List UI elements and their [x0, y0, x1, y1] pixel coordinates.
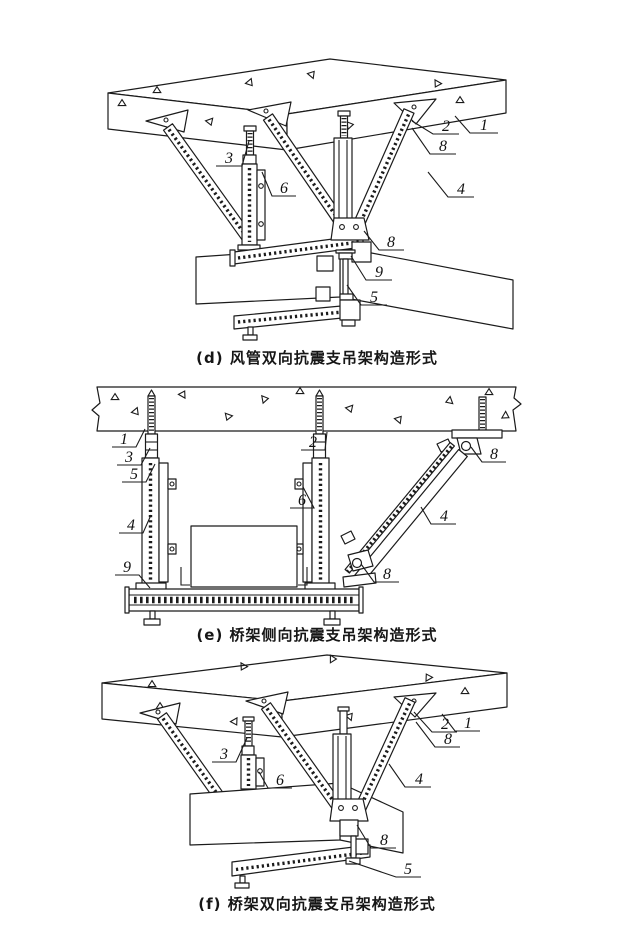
callout-number: 3 — [124, 449, 133, 466]
figure-f-caption: (f) 桥架双向抗震支吊架构造形式 — [198, 895, 436, 913]
hanger-assembly-center — [294, 389, 336, 591]
callout: 1 — [441, 713, 480, 732]
callout: 8 — [470, 446, 506, 463]
callout: 2 — [301, 431, 328, 451]
figure-e-drawing: 1 3 5 2 8 6 4 4 9 8 — [91, 386, 522, 626]
ceiling-slab — [101, 654, 508, 738]
hanger-rod-and-strut-left — [240, 716, 265, 790]
callout: 5 — [122, 463, 156, 483]
diagonal-brace-right — [340, 396, 503, 588]
callout: 4 — [420, 506, 456, 525]
figure-f-callouts: 2 1 8 3 6 4 8 5 — [212, 711, 480, 878]
callout-number: 4 — [415, 771, 423, 788]
callout-number: 5 — [404, 861, 412, 878]
hanger-rod-and-strut-center — [333, 110, 353, 223]
bottom-channel-rail — [124, 586, 364, 626]
callout: 4 — [119, 514, 152, 534]
callout-number: 8 — [444, 731, 452, 748]
hanger-rod-and-strut-left — [237, 125, 266, 251]
brace-apex-connection — [330, 217, 370, 241]
callout-number: 8 — [439, 138, 447, 155]
callout-number: 5 — [370, 289, 378, 306]
callout: 9 — [115, 559, 151, 589]
callout: 8 — [363, 230, 404, 251]
callout: 3 — [117, 447, 151, 466]
callout: 1 — [454, 115, 498, 134]
callout: 2 — [411, 118, 459, 135]
upper-channel-rail — [229, 234, 372, 267]
callout-number: 8 — [387, 234, 395, 251]
callout-number: 1 — [120, 431, 128, 448]
callout-number: 4 — [127, 517, 135, 534]
callout-number: 4 — [440, 508, 448, 525]
callout: 4 — [388, 763, 431, 788]
bottom-channel-rail — [231, 838, 371, 889]
figure-d-callouts: 1 2 8 3 6 4 8 9 5 — [216, 115, 498, 306]
hanger-rod-and-strut-center — [332, 706, 352, 811]
drop-rod-and-lower-rail — [233, 249, 361, 341]
callout-number: 2 — [442, 118, 450, 135]
callout-number: 3 — [224, 150, 233, 167]
callout: 8 — [360, 563, 399, 583]
ceiling-brackets — [145, 98, 437, 133]
callout: 1 — [112, 428, 146, 448]
callout-number: 8 — [380, 832, 388, 849]
callout: 8 — [411, 127, 456, 155]
figure-d-caption: (d) 风管双向抗震支吊架构造形式 — [196, 349, 438, 367]
brace-apex-connection — [329, 798, 369, 865]
callout-number: 1 — [480, 117, 488, 134]
callout: 6 — [290, 486, 315, 509]
callout-number: 9 — [375, 264, 383, 281]
callout: 5 — [346, 284, 387, 306]
callout: 8 — [356, 824, 396, 849]
callout: 9 — [350, 255, 392, 281]
callout: 6 — [261, 171, 296, 197]
callout-number: 2 — [309, 434, 317, 451]
callout-number: 4 — [457, 181, 465, 198]
figure-d-drawing: 1 2 8 3 6 4 8 9 5 — [107, 58, 514, 341]
callout: 4 — [427, 171, 474, 198]
callout-number: 8 — [383, 566, 391, 583]
callout: 6 — [258, 771, 292, 789]
callout-number: 6 — [280, 180, 288, 197]
figure-e-callouts: 1 3 5 2 8 6 4 4 9 8 — [112, 428, 506, 589]
callout-number: 1 — [464, 715, 472, 732]
callout: 8 — [415, 721, 460, 748]
ceiling-slab — [91, 386, 522, 432]
callout: 5 — [348, 860, 421, 878]
cable-tray-box — [180, 525, 308, 588]
hanger-assembly-left — [135, 389, 177, 591]
callout-number: 9 — [123, 559, 131, 576]
callout-number: 6 — [276, 772, 284, 789]
figure-f-drawing: 2 1 8 3 6 4 8 5 — [101, 654, 508, 889]
callout-number: 8 — [490, 446, 498, 463]
callout-number: 5 — [130, 466, 138, 483]
callout-number: 6 — [298, 492, 306, 509]
callout-number: 2 — [441, 716, 449, 733]
figure-e-caption: (e) 桥架侧向抗震支吊架构造形式 — [196, 626, 438, 644]
callout-number: 3 — [219, 746, 228, 763]
callout: 2 — [413, 711, 457, 733]
callout: 3 — [216, 140, 250, 167]
callout: 3 — [212, 737, 248, 763]
